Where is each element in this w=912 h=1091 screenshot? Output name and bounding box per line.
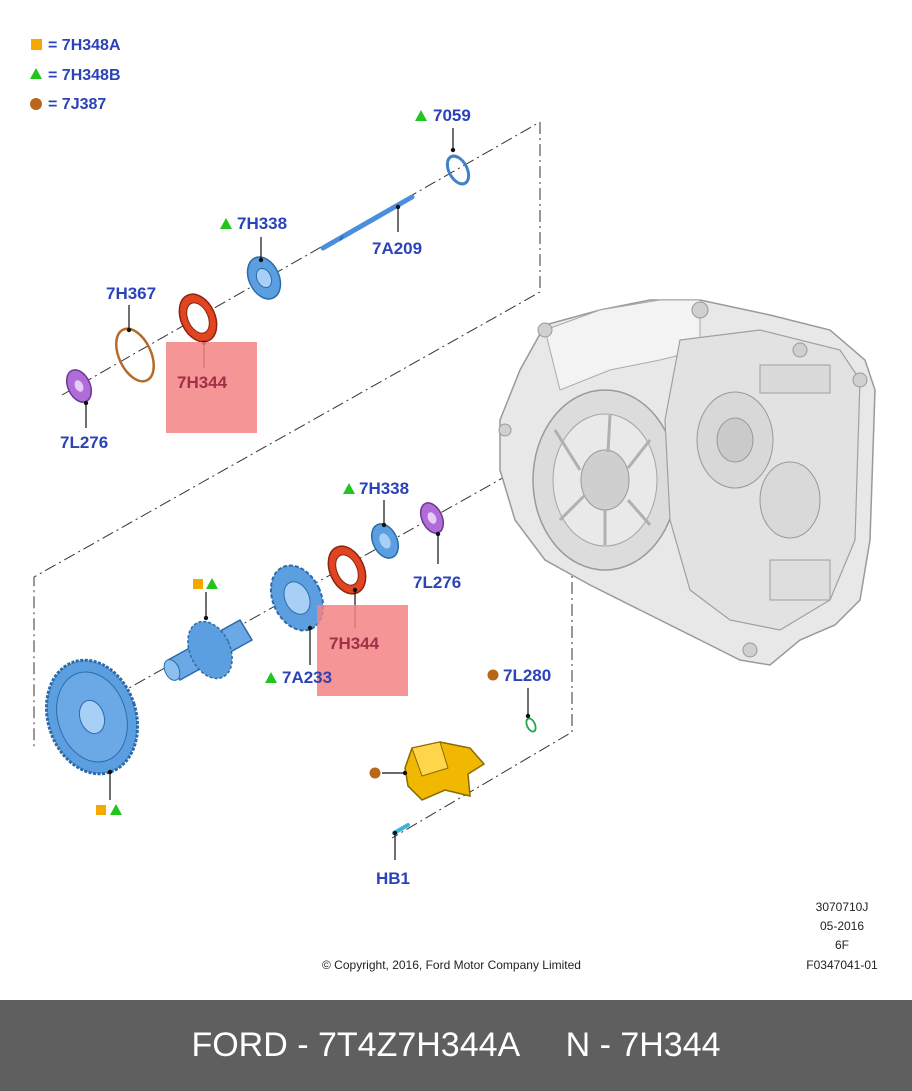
part-7h344-lower-seal xyxy=(327,545,367,595)
square-icon-ring-gear xyxy=(96,805,106,815)
label-7h344-upper: 7H344 xyxy=(177,373,228,392)
part-7h338-upper-bearing xyxy=(246,256,282,300)
exploded-parts-diagram: = 7H348A = 7H348B = 7J387 xyxy=(30,37,878,972)
triangle-icon-7059 xyxy=(415,110,427,121)
label-7059: 7059 xyxy=(433,106,471,125)
legend-square-icon xyxy=(31,39,42,50)
part-7l276-upper-washer xyxy=(65,369,93,403)
part-7h367-o-ring xyxy=(115,327,155,383)
triangle-icon-7a233 xyxy=(265,672,277,683)
triangle-icon-7h338-lower xyxy=(343,483,355,494)
copyright-text: © Copyright, 2016, Ford Motor Company Li… xyxy=(322,958,581,972)
diagram-code-1: 3070710J xyxy=(816,900,869,914)
diagram-code-3: 6F xyxy=(835,938,849,952)
label-7a233: 7A233 xyxy=(282,668,332,687)
legend-circle-icon xyxy=(30,98,42,110)
legend-item-7h348b: = 7H348B xyxy=(48,67,121,84)
part-number-footer: FORD - 7T4Z7H344A N - 7H344 xyxy=(0,1000,912,1091)
legend: = 7H348A = 7H348B = 7J387 xyxy=(30,37,121,113)
legend-item-7h348a: = 7H348A xyxy=(48,37,121,54)
label-7h338-upper: 7H338 xyxy=(237,214,287,233)
part-ring-gear xyxy=(44,658,140,776)
label-7h338-lower: 7H338 xyxy=(359,479,409,498)
label-7l276-lower: 7L276 xyxy=(413,573,461,592)
leader-dots xyxy=(83,147,531,836)
triangle-icon-7h338-upper xyxy=(220,218,232,229)
label-7h367: 7H367 xyxy=(106,284,156,303)
triangle-icon-pinion xyxy=(206,578,218,589)
triangle-icon-ring-gear xyxy=(110,804,122,815)
part-7h344-upper-seal xyxy=(178,293,218,343)
legend-item-7j387: = 7J387 xyxy=(48,96,106,113)
label-7h344-lower: 7H344 xyxy=(329,634,380,653)
part-7h338-lower-bearing xyxy=(370,523,400,559)
part-7059-snap-ring xyxy=(445,154,471,186)
highlight-box-lower xyxy=(317,605,408,696)
part-pinion-shaft xyxy=(163,618,254,682)
footer-part-number-text: FORD - 7T4Z7H344A N - 7H344 xyxy=(191,1026,721,1064)
label-7l280: 7L280 xyxy=(503,666,551,685)
label-7a209: 7A209 xyxy=(372,239,422,258)
diagram-code-2: 05-2016 xyxy=(820,919,864,933)
part-7l276-lower-washer xyxy=(419,502,445,534)
part-7l280-pin xyxy=(525,717,537,733)
circle-icon-7l280 xyxy=(487,669,499,681)
label-hb1: HB1 xyxy=(376,869,410,888)
diagram-code-4: F0347041-01 xyxy=(806,958,878,972)
transmission-housing xyxy=(498,299,876,666)
highlight-box-upper xyxy=(166,342,257,433)
circle-icon-bracket xyxy=(369,767,381,779)
label-7l276-upper: 7L276 xyxy=(60,433,108,452)
part-7a233-gear xyxy=(269,564,325,632)
part-yellow-bracket xyxy=(404,741,486,801)
square-icon-pinion xyxy=(193,579,203,589)
legend-triangle-icon xyxy=(30,68,42,79)
